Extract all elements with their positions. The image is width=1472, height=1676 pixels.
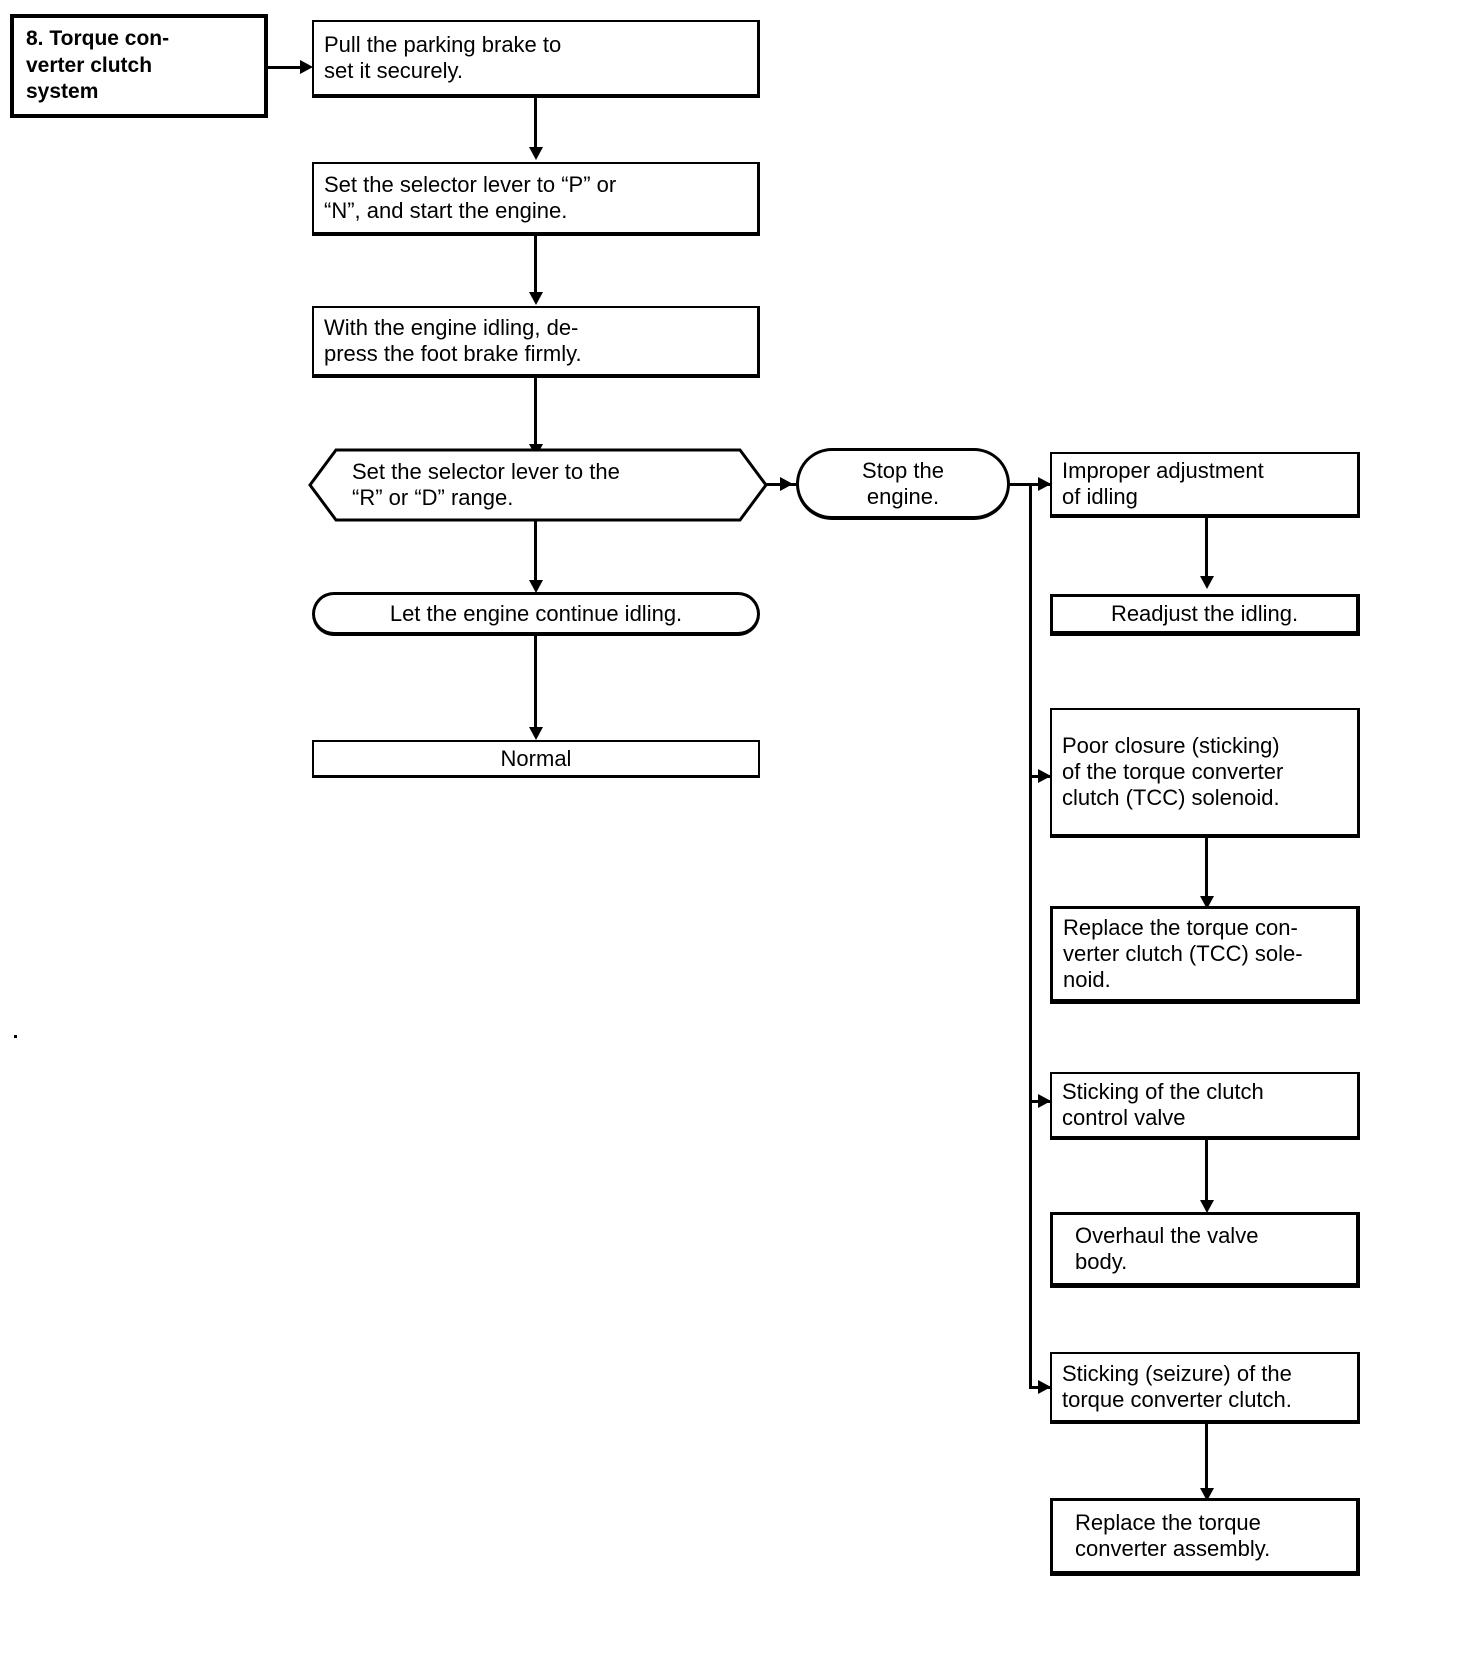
- arrowhead-step1-to-step2: [529, 147, 543, 160]
- connector-cause2-to-remedy2: [1205, 838, 1208, 904]
- fault-cause-tcc-solenoid-sticking-text: Poor closure (sticking) of the torque co…: [1062, 733, 1284, 810]
- connector-step3-to-decision: [534, 378, 537, 450]
- fault-cause-clutch-control-valve: Sticking of the clutch control valve: [1050, 1072, 1360, 1140]
- connector-decision-to-idle: [534, 520, 537, 586]
- decision-text: Set the selector lever to the “R” or “D”…: [352, 459, 620, 510]
- fault-remedy-replace-converter-assembly: Replace the torque converter assembly.: [1050, 1498, 1360, 1576]
- state-stop-engine: Stop the engine.: [796, 448, 1010, 520]
- connector-cause4-to-remedy4: [1205, 1424, 1208, 1496]
- arrowhead-step2-to-step3: [529, 292, 543, 305]
- flowchart-title-text: 8. Torque con- verter clutch system: [26, 26, 170, 104]
- step-depress-foot-brake: With the engine idling, de- press the fo…: [312, 306, 760, 378]
- arrowhead-trunk-to-fault3: [1038, 1094, 1051, 1108]
- result-normal: Normal: [312, 740, 760, 778]
- fault-cause-clutch-control-valve-text: Sticking of the clutch control valve: [1062, 1079, 1264, 1130]
- fault-remedy-replace-tcc-solenoid: Replace the torque con- verter clutch (T…: [1050, 906, 1360, 1004]
- fault-remedy-readjust-idling-text: Readjust the idling.: [1110, 601, 1299, 627]
- arrowhead-decision-to-idle: [529, 580, 543, 593]
- arrowhead-idle-to-normal: [529, 727, 543, 740]
- fault-remedy-readjust-idling: Readjust the idling.: [1050, 594, 1360, 636]
- fault-remedy-overhaul-valve-body: Overhaul the valve body.: [1050, 1212, 1360, 1288]
- arrowhead-trunk-to-fault2: [1038, 769, 1051, 783]
- connector-stop-engine-to-trunk: [1008, 483, 1048, 486]
- arrowhead-cause4-to-remedy4: [1200, 1488, 1214, 1501]
- connector-idle-to-normal: [534, 636, 537, 734]
- fault-trunk-vertical: [1029, 483, 1032, 1389]
- connector-title-to-step1: [268, 66, 306, 69]
- fault-cause-tcc-seizure-text: Sticking (seizure) of the torque convert…: [1062, 1361, 1292, 1412]
- arrowhead-cause2-to-remedy2: [1200, 896, 1214, 909]
- arrowhead-trunk-to-fault4: [1038, 1380, 1051, 1394]
- flowchart-title-box: 8. Torque con- verter clutch system: [10, 14, 268, 118]
- fault-cause-improper-idling-text: Improper adjustment of idling: [1062, 458, 1264, 509]
- decision-set-selector-r-d: Set the selector lever to the “R” or “D”…: [308, 448, 768, 522]
- decision-set-selector-r-d-text: Set the selector lever to the “R” or “D”…: [352, 448, 620, 522]
- scan-speck: [14, 1035, 17, 1038]
- arrowhead-title-to-step1: [300, 60, 313, 74]
- fault-cause-tcc-solenoid-sticking: Poor closure (sticking) of the torque co…: [1050, 708, 1360, 838]
- connector-step1-to-step2: [534, 98, 537, 152]
- fault-remedy-replace-tcc-solenoid-text: Replace the torque con- verter clutch (T…: [1063, 915, 1303, 992]
- step-pull-parking-brake-text: Pull the parking brake to set it securel…: [324, 32, 562, 83]
- fault-remedy-overhaul-valve-body-text: Overhaul the valve body.: [1075, 1223, 1259, 1274]
- connector-cause3-to-remedy3: [1205, 1140, 1208, 1208]
- connector-step2-to-step3: [534, 236, 537, 298]
- fault-cause-tcc-seizure: Sticking (seizure) of the torque convert…: [1050, 1352, 1360, 1424]
- arrowhead-cause1-to-remedy1: [1200, 576, 1214, 589]
- connector-cause1-to-remedy1: [1205, 518, 1208, 582]
- decision-shape: [308, 448, 768, 522]
- state-stop-engine-text: Stop the engine.: [862, 457, 944, 509]
- step-set-selector-p-n: Set the selector lever to “P” or “N”, an…: [312, 162, 760, 236]
- step-pull-parking-brake: Pull the parking brake to set it securel…: [312, 20, 760, 98]
- fault-cause-improper-idling: Improper adjustment of idling: [1050, 452, 1360, 518]
- step-set-selector-p-n-text: Set the selector lever to “P” or “N”, an…: [324, 172, 617, 223]
- state-let-engine-idle-text: Let the engine continue idling.: [389, 600, 683, 626]
- arrowhead-cause3-to-remedy3: [1200, 1200, 1214, 1213]
- step-depress-foot-brake-text: With the engine idling, de- press the fo…: [324, 315, 582, 366]
- state-let-engine-idle: Let the engine continue idling.: [312, 592, 760, 636]
- arrowhead-trunk-to-fault1: [1038, 477, 1051, 491]
- arrowhead-decision-to-stop-engine: [780, 477, 793, 491]
- result-normal-text: Normal: [500, 745, 572, 771]
- fault-remedy-replace-converter-assembly-text: Replace the torque converter assembly.: [1075, 1510, 1271, 1561]
